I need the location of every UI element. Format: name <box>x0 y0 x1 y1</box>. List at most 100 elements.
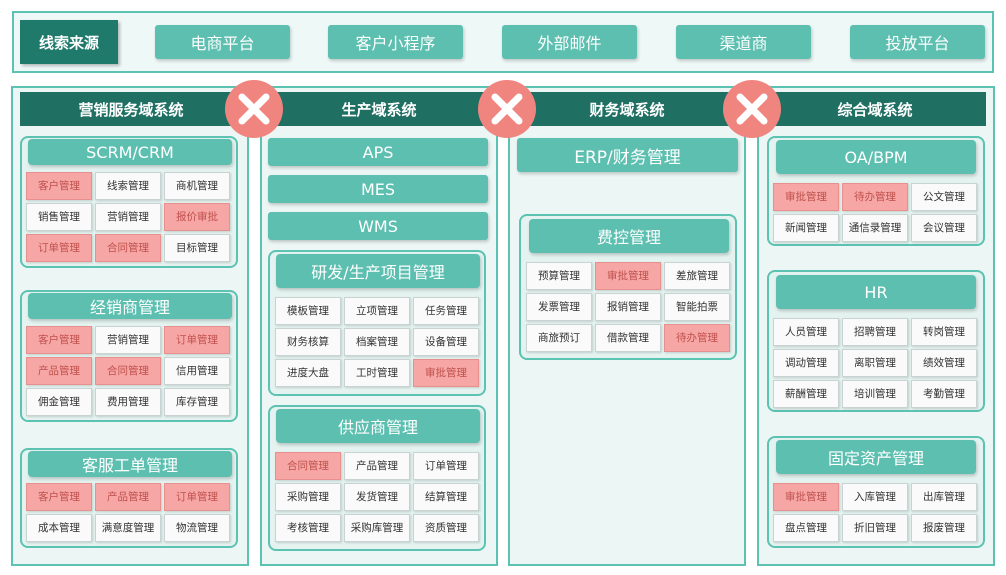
cell-product[interactable]: 产品管理 <box>95 483 161 511</box>
expense-control-title: 费控管理 <box>529 219 729 253</box>
rd-grid: 模板管理 立项管理 任务管理 财务核算 档案管理 设备管理 进度大盘 工时管理 … <box>275 297 479 387</box>
cell-progress[interactable]: 进度大盘 <box>275 359 341 387</box>
cell-documents[interactable]: 公文管理 <box>911 183 977 211</box>
cell-todo[interactable]: 待办管理 <box>842 183 908 211</box>
cell-contacts[interactable]: 通信录管理 <box>842 214 908 242</box>
cell-attendance[interactable]: 考勤管理 <box>911 380 977 408</box>
cell-marketing[interactable]: 营销管理 <box>95 203 161 231</box>
cell-salary[interactable]: 薪酬管理 <box>773 380 839 408</box>
scrm-title: SCRM/CRM <box>28 139 232 165</box>
cell-personnel[interactable]: 人员管理 <box>773 318 839 346</box>
cell-logistics[interactable]: 物流管理 <box>164 514 230 542</box>
cell-target[interactable]: 目标管理 <box>164 234 230 262</box>
cell-scrap[interactable]: 报废管理 <box>911 514 977 542</box>
cell-customer[interactable]: 客户管理 <box>26 172 92 200</box>
supplier-grid: 合同管理 产品管理 订单管理 采购管理 发货管理 结算管理 考核管理 采购库管理… <box>275 452 479 542</box>
cell-transfer[interactable]: 转岗管理 <box>911 318 977 346</box>
cell-settlement[interactable]: 结算管理 <box>413 483 479 511</box>
cell-meeting[interactable]: 会议管理 <box>911 214 977 242</box>
aps-bar[interactable]: APS <box>268 138 488 166</box>
cell-opportunity[interactable]: 商机管理 <box>164 172 230 200</box>
mes-bar[interactable]: MES <box>268 175 488 203</box>
cell-training[interactable]: 培训管理 <box>842 380 908 408</box>
cell-task[interactable]: 任务管理 <box>413 297 479 325</box>
cell-invoice[interactable]: 发票管理 <box>526 293 592 321</box>
cell-loan[interactable]: 借款管理 <box>595 324 661 352</box>
cell-credit[interactable]: 信用管理 <box>164 357 230 385</box>
cell-cost[interactable]: 成本管理 <box>26 514 92 542</box>
cell-marketing[interactable]: 营销管理 <box>95 326 161 354</box>
cell-purchase[interactable]: 采购管理 <box>275 483 341 511</box>
fixed-assets-title: 固定资产管理 <box>776 440 976 474</box>
cell-business-travel[interactable]: 商旅预订 <box>526 324 592 352</box>
cell-approval[interactable]: 审批管理 <box>595 262 661 290</box>
cell-order[interactable]: 订单管理 <box>164 483 230 511</box>
cell-travel[interactable]: 差旅管理 <box>664 262 730 290</box>
cell-order[interactable]: 订单管理 <box>164 326 230 354</box>
cell-reimbursement[interactable]: 报销管理 <box>595 293 661 321</box>
oa-bpm-title: OA/BPM <box>776 140 976 174</box>
cell-resignation[interactable]: 离职管理 <box>842 349 908 377</box>
cell-qualification[interactable]: 资质管理 <box>413 514 479 542</box>
cell-recruitment[interactable]: 招聘管理 <box>842 318 908 346</box>
assets-grid: 审批管理 入库管理 出库管理 盘点管理 折旧管理 报废管理 <box>773 483 977 542</box>
cell-product[interactable]: 产品管理 <box>344 452 410 480</box>
cell-contract[interactable]: 合同管理 <box>275 452 341 480</box>
cell-performance[interactable]: 绩效管理 <box>911 349 977 377</box>
source-channel[interactable]: 渠道商 <box>676 25 811 59</box>
wms-bar[interactable]: WMS <box>268 212 488 240</box>
lead-source-title: 线索来源 <box>20 20 118 64</box>
cell-customer[interactable]: 客户管理 <box>26 483 92 511</box>
cell-inventory[interactable]: 库存管理 <box>164 388 230 416</box>
cell-leads[interactable]: 线索管理 <box>95 172 161 200</box>
cell-stock-in[interactable]: 入库管理 <box>842 483 908 511</box>
cell-todo[interactable]: 待办管理 <box>664 324 730 352</box>
cell-order[interactable]: 订单管理 <box>26 234 92 262</box>
cell-accounting[interactable]: 财务核算 <box>275 328 341 356</box>
general-domain-title: 综合域系统 <box>764 92 986 126</box>
cell-archive[interactable]: 档案管理 <box>344 328 410 356</box>
cell-assessment[interactable]: 考核管理 <box>275 514 341 542</box>
cell-expense[interactable]: 费用管理 <box>95 388 161 416</box>
source-email[interactable]: 外部邮件 <box>502 25 637 59</box>
source-ad-platform[interactable]: 投放平台 <box>850 25 985 59</box>
cell-approval[interactable]: 审批管理 <box>773 483 839 511</box>
cell-work-hours[interactable]: 工时管理 <box>344 359 410 387</box>
hr-title: HR <box>776 275 976 309</box>
cell-smart-receipt[interactable]: 智能拍票 <box>664 293 730 321</box>
hr-grid: 人员管理 招聘管理 转岗管理 调动管理 离职管理 绩效管理 薪酬管理 培训管理 … <box>773 318 977 408</box>
source-ecommerce[interactable]: 电商平台 <box>155 25 290 59</box>
cell-order[interactable]: 订单管理 <box>413 452 479 480</box>
source-mini-program[interactable]: 客户小程序 <box>328 25 463 59</box>
cell-news[interactable]: 新闻管理 <box>773 214 839 242</box>
cell-equipment[interactable]: 设备管理 <box>413 328 479 356</box>
oa-grid: 审批管理 待办管理 公文管理 新闻管理 通信录管理 会议管理 <box>773 183 977 242</box>
cell-commission[interactable]: 佣金管理 <box>26 388 92 416</box>
disconnect-x-icon <box>723 80 781 138</box>
erp-finance-bar[interactable]: ERP/财务管理 <box>517 138 738 172</box>
expense-grid: 预算管理 审批管理 差旅管理 发票管理 报销管理 智能拍票 商旅预订 借款管理 … <box>526 262 730 352</box>
marketing-domain-title: 营销服务域系统 <box>20 92 242 126</box>
cell-contract[interactable]: 合同管理 <box>95 234 161 262</box>
cell-sales[interactable]: 销售管理 <box>26 203 92 231</box>
cell-stock-out[interactable]: 出库管理 <box>911 483 977 511</box>
cell-satisfaction[interactable]: 满意度管理 <box>95 514 161 542</box>
cell-relocation[interactable]: 调动管理 <box>773 349 839 377</box>
cell-shipping[interactable]: 发货管理 <box>344 483 410 511</box>
cell-approval[interactable]: 审批管理 <box>413 359 479 387</box>
cell-inventory-check[interactable]: 盘点管理 <box>773 514 839 542</box>
cell-contract[interactable]: 合同管理 <box>95 357 161 385</box>
rd-project-title: 研发/生产项目管理 <box>276 254 480 288</box>
cell-budget[interactable]: 预算管理 <box>526 262 592 290</box>
disconnect-x-icon <box>478 80 536 138</box>
cell-approval[interactable]: 审批管理 <box>773 183 839 211</box>
cell-customer[interactable]: 客户管理 <box>26 326 92 354</box>
cell-template[interactable]: 模板管理 <box>275 297 341 325</box>
scrm-grid: 客户管理 线索管理 商机管理 销售管理 营销管理 报价审批 订单管理 合同管理 … <box>26 172 230 262</box>
cell-quote-approval[interactable]: 报价审批 <box>164 203 230 231</box>
production-domain-title: 生产域系统 <box>268 92 490 126</box>
cell-depreciation[interactable]: 折旧管理 <box>842 514 908 542</box>
cell-product[interactable]: 产品管理 <box>26 357 92 385</box>
cell-project-init[interactable]: 立项管理 <box>344 297 410 325</box>
cell-purchase-warehouse[interactable]: 采购库管理 <box>344 514 410 542</box>
